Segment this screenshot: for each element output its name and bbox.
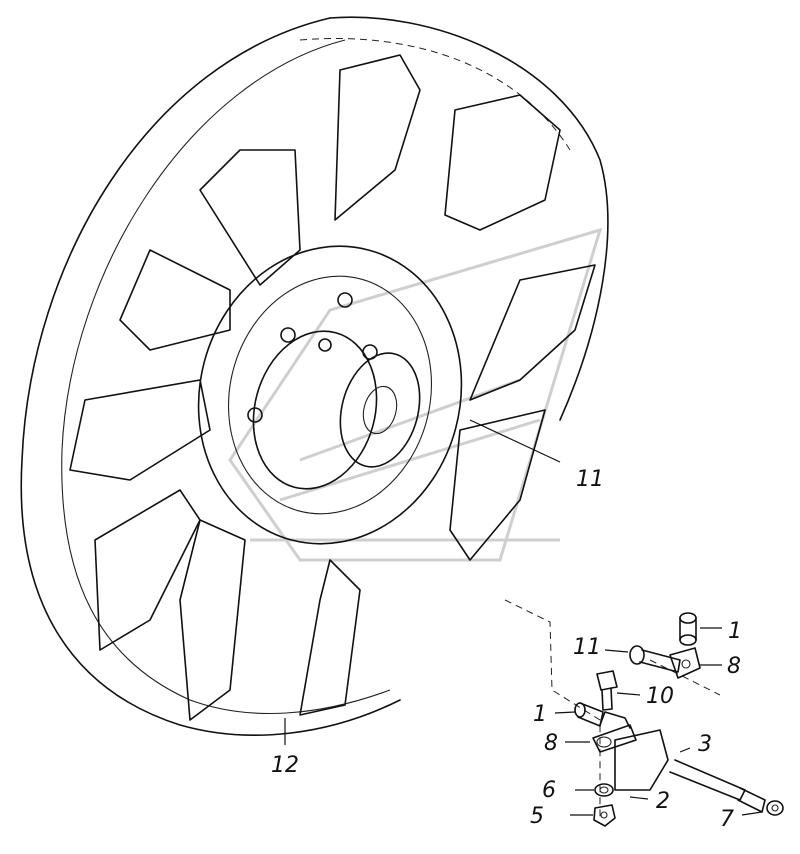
callout-8-bracket: 8 (727, 654, 741, 679)
exploded-parts (574, 612, 784, 827)
fan-shroud (20, 16, 609, 736)
leader-fan-upper (469, 419, 561, 463)
plate-part (614, 729, 669, 791)
callout-11-fan: 11 (576, 467, 604, 492)
callout-2-plate: 2 (656, 789, 670, 814)
left-bracket-part (592, 711, 637, 753)
callout-1-bushing-left: 1 (533, 702, 547, 727)
callout-5-nut: 5 (530, 804, 544, 829)
nut-part (593, 804, 616, 827)
callout-8-bracket-left: 8 (544, 731, 558, 756)
callout-7-nut: 7 (720, 807, 734, 832)
bushing-part (679, 612, 697, 646)
callout-6-washer: 6 (542, 778, 556, 803)
assembly-axis (504, 599, 721, 820)
fan-blades (69, 54, 596, 721)
callout-11-bolt: 11 (573, 635, 601, 660)
watermark-logo (228, 227, 603, 562)
fan-hub (197, 245, 463, 545)
callout-3-rod: 3 (698, 732, 712, 757)
washer-part (594, 783, 614, 797)
bolt-part (629, 645, 681, 673)
part-leaders (554, 627, 763, 816)
callout-12-fan: 12 (271, 753, 299, 778)
callout-1-bushing: 1 (728, 619, 742, 644)
callout-10-bolt: 10 (646, 684, 674, 709)
bracket-part (669, 647, 701, 679)
short-bolt-part (596, 670, 618, 711)
rod-part (669, 759, 784, 816)
